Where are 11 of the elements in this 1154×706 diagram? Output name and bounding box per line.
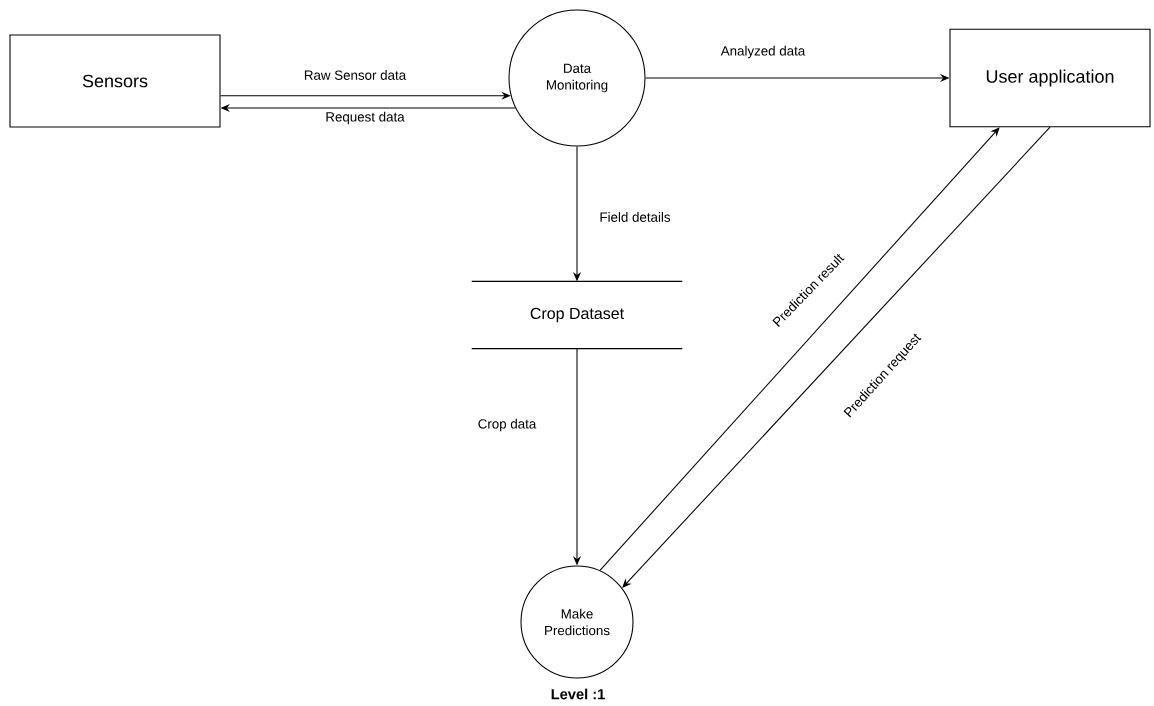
data-store: Crop Dataset: [471, 280, 683, 350]
arrow: [622, 126, 1051, 588]
edge-label: Raw Sensor data: [302, 68, 408, 82]
edge-label: Field details: [598, 210, 672, 224]
caption: Level :1: [551, 688, 605, 700]
edge-label: Analyzed data: [719, 44, 807, 60]
edge-label: Request data: [324, 110, 406, 126]
edge-label: Crop data: [476, 417, 538, 433]
process-box: Sensors: [9, 34, 221, 128]
arrow: [599, 127, 1000, 571]
process-box: User application: [949, 28, 1151, 128]
